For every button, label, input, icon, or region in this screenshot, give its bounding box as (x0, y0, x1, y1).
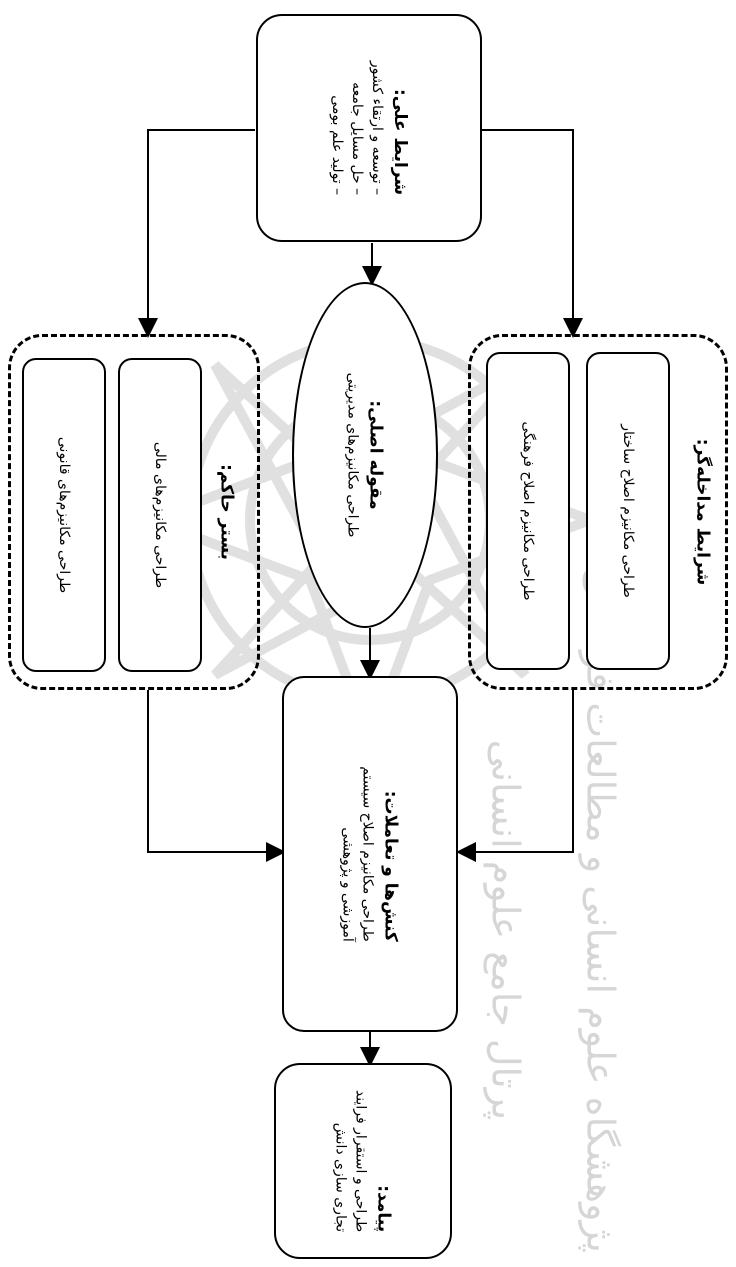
outcome-item: طراحی و استقرار فرایند (352, 1089, 369, 1233)
causal-conditions-text: شرایط علی: – توسعه و ارتقاء کشور – حل مس… (326, 61, 412, 195)
outcome-item: تجاری سازی دانش (332, 1122, 349, 1233)
arrow-causal-to-context (138, 129, 255, 338)
arrow-context-to-actions (147, 690, 286, 862)
actions-interactions-title: کنش‌ها و تعاملات: (380, 790, 401, 942)
intervening-item-label: طراحی مکانیزم اصلاح ساختار (620, 424, 637, 598)
actions-interactions-item: طراحی مکانیزم اصلاح سیستم (359, 766, 376, 942)
core-category-text: مقوله اصلی: طراحی مکانیزم‌های مدیریتی (343, 373, 388, 538)
core-category-title: مقوله اصلی: (365, 400, 386, 510)
intervening-item-label: طراحی مکانیزم اصلاح فرهنگی (520, 421, 537, 601)
core-category-item: طراحی مکانیزم‌های مدیریتی (344, 372, 361, 538)
outcome-box: پیامد: طراحی و استقرار فرایند تجاری سازی… (274, 1063, 452, 1259)
intervening-conditions-title: شرایط مداخله‌گر: (692, 438, 713, 586)
arrow-intervening-to-actions (456, 690, 574, 862)
intervening-conditions-group (468, 334, 728, 690)
actions-interactions-item: آموزشی و پژوهشی (339, 827, 356, 942)
intervening-item-box: طراحی مکانیزم اصلاح فرهنگی (486, 352, 570, 670)
context-item-label: طراحی مکانیزم‌های مالی (152, 441, 169, 589)
outcome-text: پیامد: طراحی و استقرار فرایند تجاری سازی… (330, 1090, 395, 1232)
causal-conditions-title: شرایط علی: (389, 88, 410, 196)
causal-condition-item: – تولید علم بومی (328, 95, 345, 196)
arrow-causal-to-intervening (480, 129, 583, 338)
context-conditions-title: بستر حاکم: (216, 464, 237, 560)
actions-interactions-text: کنش‌ها و تعاملات: طراحی مکانیزم اصلاح سی… (337, 766, 402, 942)
context-conditions-title-wrap: بستر حاکم: (206, 334, 246, 690)
context-conditions-group (8, 334, 260, 690)
causal-condition-item: – حل مسایل جامعه (348, 82, 365, 196)
causal-condition-item: – توسعه و ارتقاء کشور (369, 60, 386, 196)
context-item-box: طراحی مکانیزم‌های مالی (118, 358, 202, 672)
intervening-item-box: طراحی مکانیزم اصلاح ساختار (586, 352, 670, 670)
context-item-box: طراحی مکانیزم‌های قانونی (22, 358, 106, 672)
outcome-title: پیامد: (373, 1185, 394, 1233)
core-category-ellipse: مقوله اصلی: طراحی مکانیزم‌های مدیریتی (292, 282, 438, 628)
intervening-conditions-title-wrap: شرایط مداخله‌گر: (682, 334, 722, 690)
causal-conditions-box: شرایط علی: – توسعه و ارتقاء کشور – حل مس… (256, 14, 482, 242)
actions-interactions-box: کنش‌ها و تعاملات: طراحی مکانیزم اصلاح سی… (282, 676, 458, 1032)
context-item-label: طراحی مکانیزم‌های قانونی (56, 436, 73, 594)
